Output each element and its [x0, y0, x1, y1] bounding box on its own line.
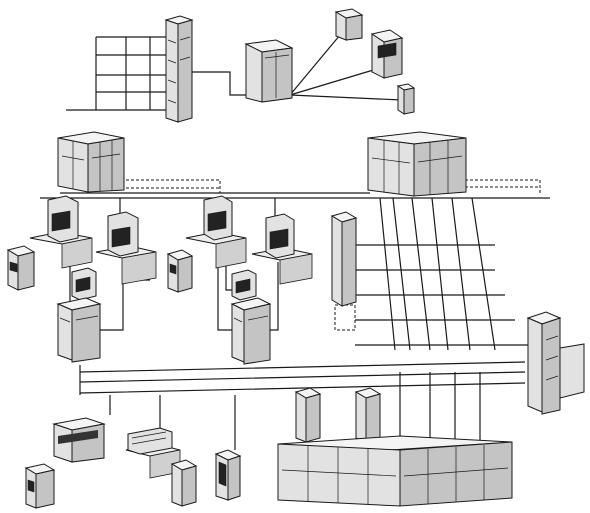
cabinet-row-bottom	[277, 435, 513, 507]
workstation-2	[95, 211, 157, 285]
cabinet-center-low	[230, 297, 272, 365]
tall-cabinet-middle	[330, 211, 358, 307]
peripheral-terminal	[396, 83, 416, 115]
tower-server-top	[164, 15, 194, 123]
peripheral-scanner	[370, 29, 404, 79]
printer-labeled	[52, 417, 106, 463]
central-cabinet	[244, 39, 294, 103]
workstation-3	[185, 195, 247, 269]
terminal-bottom-center	[170, 459, 198, 507]
rack-trio-right	[367, 131, 467, 197]
rack-right-edge	[526, 311, 585, 415]
small-terminal-1	[71, 267, 97, 301]
peripheral-printer	[334, 8, 364, 41]
workstation-cabinet-2	[166, 249, 194, 293]
desk-bottom	[125, 427, 181, 479]
workstation-cabinet-1	[6, 245, 36, 291]
disk-units-left	[294, 387, 382, 443]
small-terminal-2	[231, 269, 257, 301]
rack-pair-left	[57, 131, 125, 193]
workstation-1	[29, 195, 93, 269]
cabinet-left-low	[56, 297, 102, 363]
terminal-bottom-left	[24, 463, 56, 509]
tape-drive-bottom	[214, 449, 242, 501]
workstation-4	[251, 213, 313, 285]
